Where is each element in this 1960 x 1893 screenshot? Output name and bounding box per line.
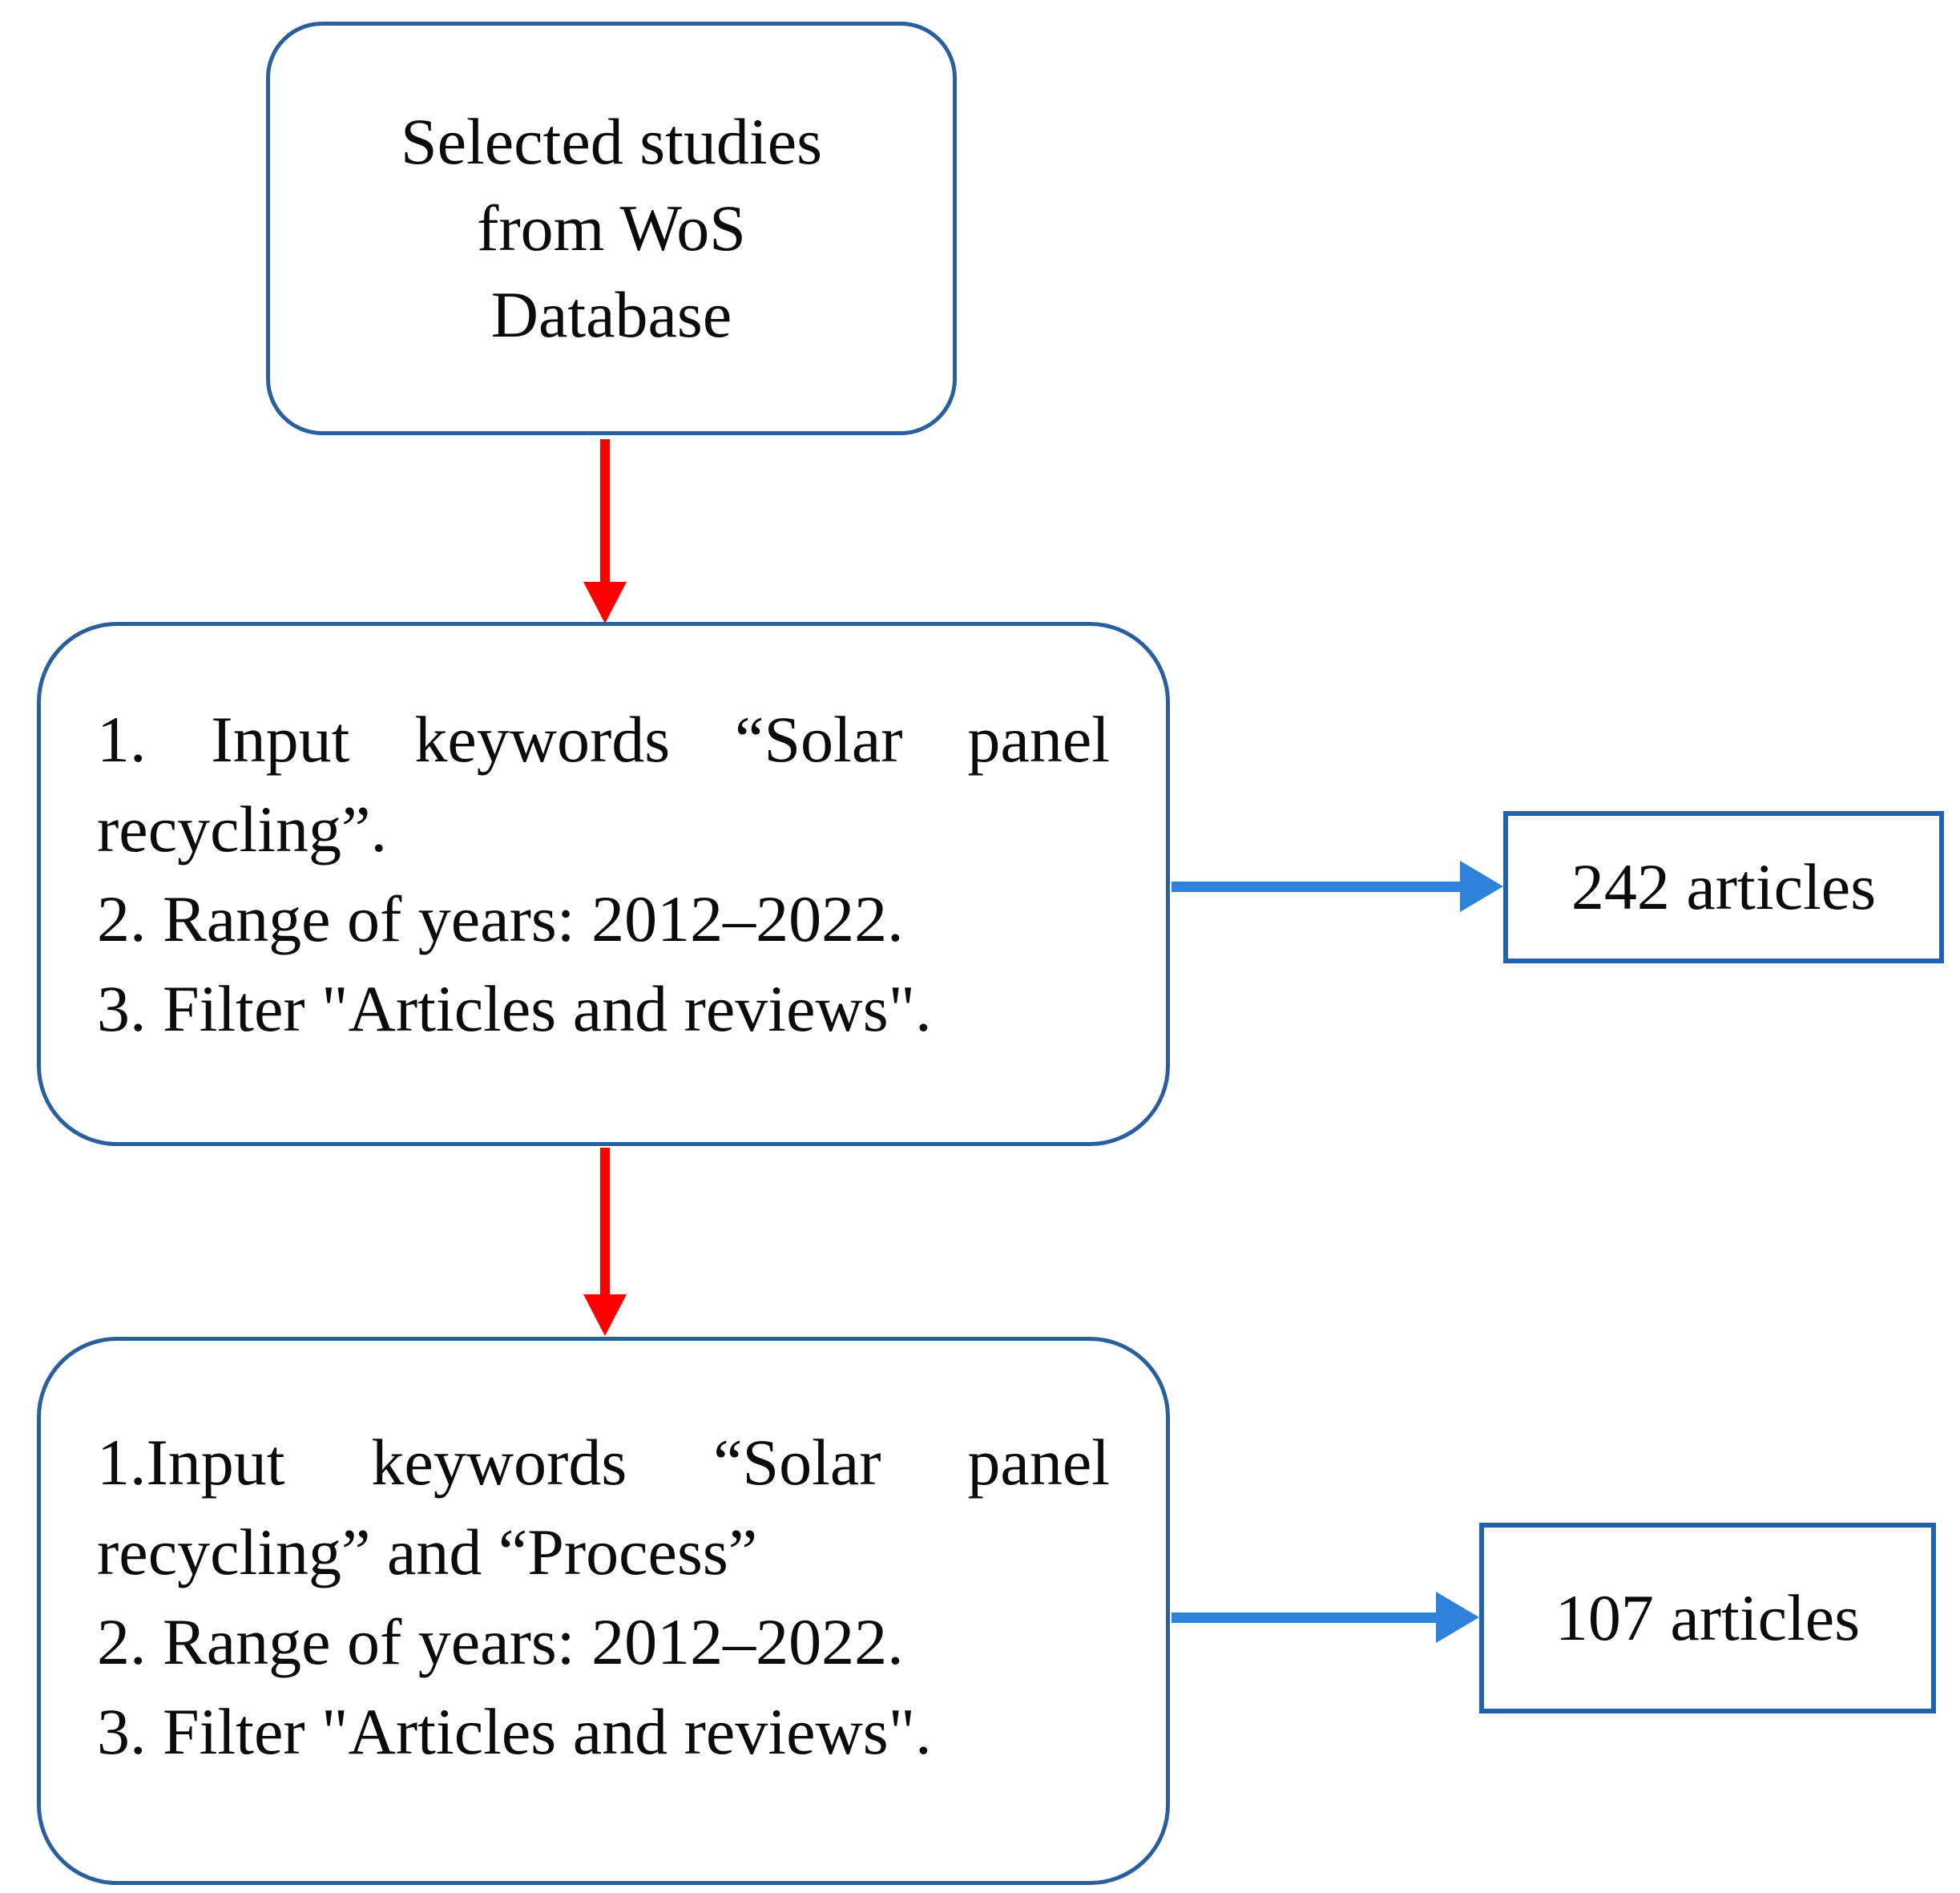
source-box-line: Database [490,278,732,351]
result-box-107: 107 articles [1479,1523,1936,1713]
source-box-line: from WoS [477,192,746,264]
red-arrow-down-1-head [583,582,627,624]
blue-arrow-right-2-head [1436,1592,1479,1643]
filter-box-1-line: recycling”. [97,793,387,866]
red-arrow-down-1-line [600,439,610,582]
filter-box-2-line: 3. Filter "Articles and reviews". [97,1695,932,1768]
blue-arrow-right-1-head [1460,861,1503,912]
red-arrow-down-2-line [600,1148,610,1294]
filter-box-1-line: 2. Range of years: 2012–2022. [97,882,904,955]
red-arrow-down-2-head [583,1294,627,1336]
result-box-242-label: 242 articles [1571,850,1877,923]
result-box-107-label: 107 articles [1555,1581,1861,1654]
filter-box-1-line: 3. Filter "Articles and reviews". [97,972,932,1045]
source-box-line: Selected studies [400,105,823,178]
source-box: Selected studies from WoS Database [266,22,957,435]
blue-arrow-right-2-line [1172,1612,1436,1623]
filter-box-2-line: 1.Input keywords “Solar panel [97,1426,1110,1499]
filter-box-1-line: 1. Input keywords “Solar panel [97,703,1110,776]
blue-arrow-right-1-line [1172,882,1460,892]
filter-box-1: 1. Input keywords “Solar panel recycling… [37,622,1170,1146]
result-box-242: 242 articles [1503,811,1944,963]
filter-box-2-line: recycling” and “Process” [97,1516,758,1588]
filter-box-2: 1.Input keywords “Solar panel recycling”… [37,1337,1170,1885]
filter-box-2-line: 2. Range of years: 2012–2022. [97,1605,904,1678]
